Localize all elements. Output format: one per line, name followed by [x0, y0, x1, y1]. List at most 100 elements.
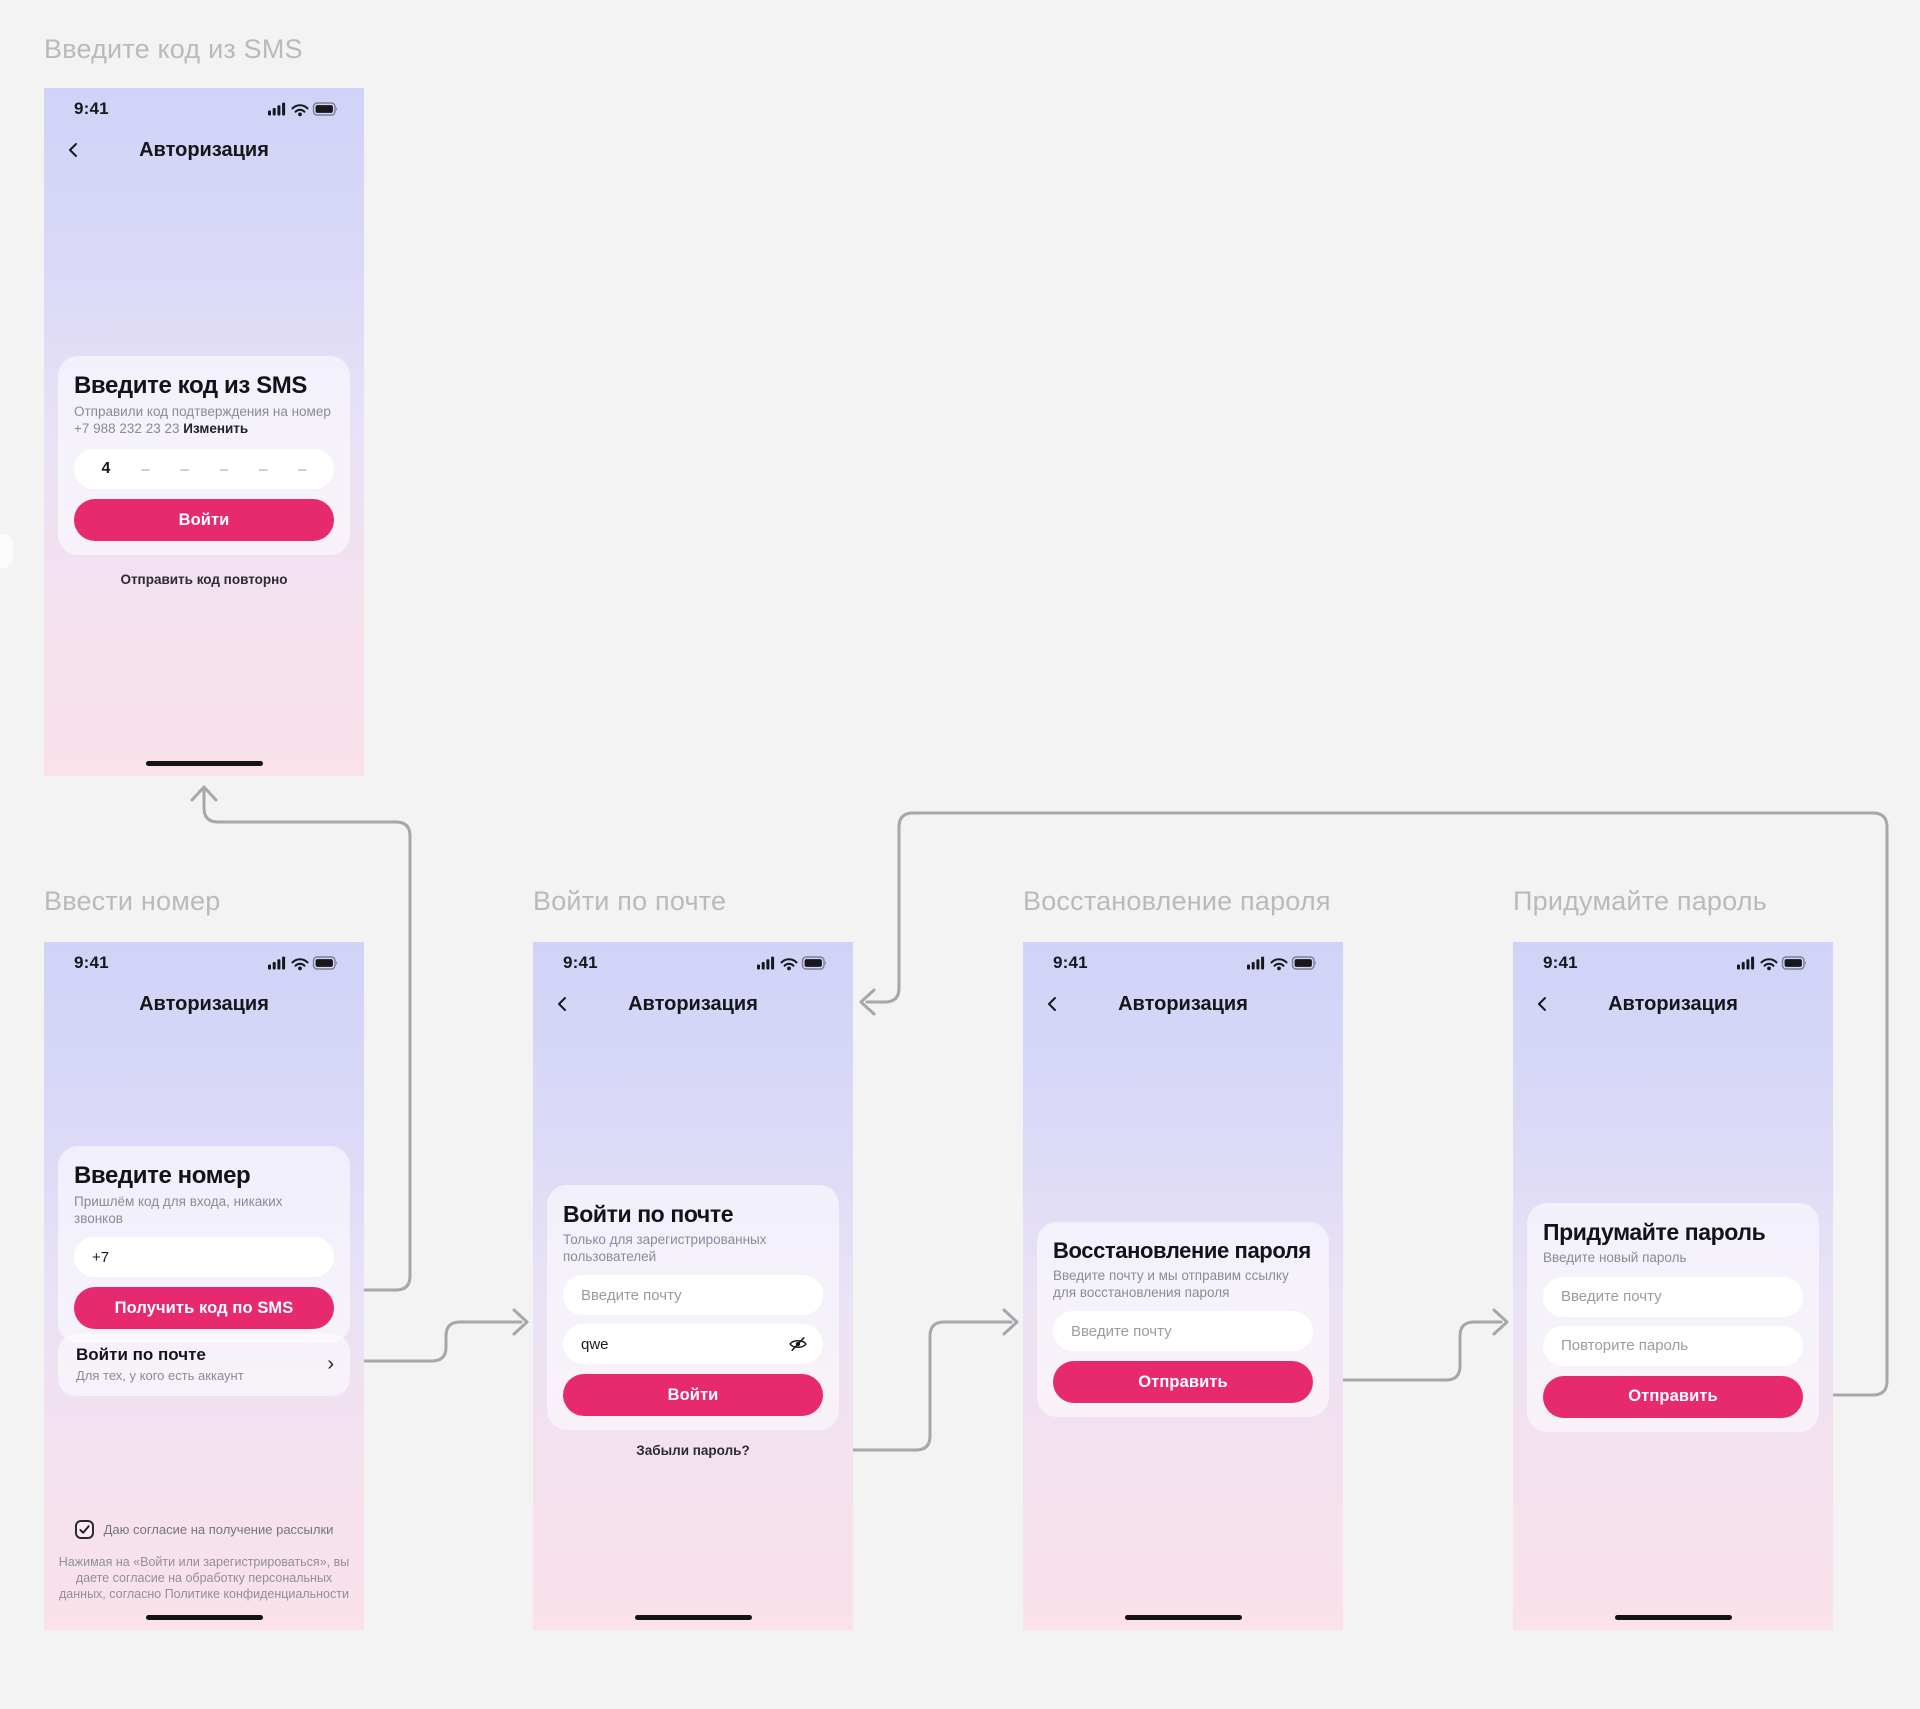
change-number-link[interactable]: Изменить [183, 420, 249, 436]
nav-bar: Авторизация [44, 990, 364, 1020]
sms-code-card: Введите код из SMS Отправили код подтвер… [58, 356, 350, 555]
email-login-entry[interactable]: Войти по почте Для тех, у кого есть акка… [58, 1334, 350, 1396]
send-button[interactable]: Отправить [1543, 1375, 1803, 1418]
phone-input[interactable] [74, 1237, 334, 1277]
frame-label-password-recovery: Восстановление пароля [1023, 886, 1331, 916]
forgot-password-link[interactable]: Забыли пароль? [636, 1443, 750, 1458]
screen-password-recovery: 9:41 Авторизация Восст [1023, 942, 1343, 1630]
card-subtitle: Только для зарегистрированных пользовате… [563, 1232, 823, 1265]
status-time: 9:41 [74, 953, 109, 972]
nav-title: Авторизация [1118, 993, 1248, 1015]
entry-subtitle: Для тех, у кого есть аккаунт [76, 1368, 244, 1383]
legal-line: данных, согласно Политике конфиденциальн… [59, 1587, 349, 1601]
nav-title: Авторизация [628, 993, 758, 1015]
screen-sms-code: 9:41 Авторизация Введи [44, 88, 364, 776]
frame-label-new-password: Придумайте пароль [1513, 886, 1767, 916]
home-indicator [1615, 1615, 1732, 1620]
back-icon[interactable] [553, 994, 573, 1014]
back-icon[interactable] [1533, 994, 1553, 1014]
entry-title: Войти по почте [76, 1345, 206, 1364]
signal-icon [268, 110, 271, 116]
screen-new-password: 9:41 Авторизация Приду [1513, 942, 1833, 1630]
subtitle-line1: Только для зарегистрированных [563, 1232, 767, 1247]
home-indicator [146, 761, 263, 766]
email-login-card: Войти по почте Только для зарегистрирова… [547, 1185, 839, 1430]
wifi-icon [291, 958, 309, 967]
back-icon[interactable] [64, 140, 84, 160]
card-subtitle: Введите новый пароль [1543, 1250, 1687, 1265]
get-sms-code-button[interactable]: Получить код по SMS [74, 1287, 334, 1329]
battery-icon [312, 956, 338, 970]
chevron-right-icon: › [327, 1353, 334, 1375]
email-input[interactable] [1543, 1276, 1803, 1317]
card-title: Введите код из SMS [74, 372, 307, 399]
status-time: 9:41 [1053, 953, 1088, 972]
arrowhead-right-1 [512, 1308, 529, 1336]
nav-bar: Авторизация [533, 990, 853, 1020]
consent-checkbox[interactable] [74, 1520, 94, 1539]
check-icon [78, 1525, 90, 1534]
status-icons [268, 102, 338, 117]
arrowhead-left [859, 988, 876, 1016]
screen-enter-number: 9:41 Авторизация Введите номер Приш [44, 942, 364, 1630]
home-indicator [635, 1615, 752, 1620]
code-dash: – [219, 460, 229, 478]
status-bar: 9:41 [533, 952, 853, 974]
code-dash: – [258, 460, 268, 478]
frame-label-enter-number: Ввести номер [44, 886, 221, 916]
wifi-icon [1760, 958, 1778, 967]
password-input[interactable] [563, 1324, 823, 1364]
connector-email [354, 1320, 523, 1363]
status-icons [1737, 956, 1807, 971]
wifi-icon [780, 958, 798, 967]
card-title: Восстановление пароля [1053, 1238, 1311, 1263]
code-dash: – [141, 460, 150, 478]
email-input[interactable] [1053, 1311, 1313, 1351]
code-dash: – [180, 460, 189, 478]
nav-title: Авторизация [1608, 993, 1738, 1015]
card-title: Введите номер [74, 1162, 251, 1189]
status-bar: 9:41 [1023, 952, 1343, 974]
status-bar: 9:41 [44, 98, 364, 120]
signal-icon [1247, 964, 1250, 970]
canvas-artifact [0, 534, 13, 568]
subtitle-line1: Отправили код подтверждения на номер [74, 404, 331, 419]
subtitle-line2: для восстановления пароля [1053, 1284, 1230, 1300]
status-time: 9:41 [563, 953, 598, 972]
nav-bar: Авторизация [1513, 990, 1833, 1020]
card-subtitle: Введите почту и мы отправим ссылку для в… [1053, 1268, 1313, 1301]
arrowhead-right-2 [1002, 1308, 1019, 1336]
code-digit: 4 [101, 460, 111, 477]
battery-icon [312, 102, 338, 116]
eye-off-icon[interactable] [788, 1334, 808, 1354]
battery-icon [1291, 956, 1317, 970]
signal-icon [757, 964, 760, 970]
screen-email-login: 9:41 Авторизация Войти [533, 942, 853, 1630]
code-dash: – [298, 460, 307, 478]
legal-line: даете согласие на обработку персональных [75, 1571, 333, 1585]
signal-icon [268, 964, 271, 970]
resend-code-link[interactable]: Отправить код повторно [120, 572, 288, 587]
sms-code-input[interactable]: 4 – – – – – [74, 449, 334, 489]
legal-text: Нажимая на «Войти или зарегистрироваться… [54, 1554, 354, 1602]
send-button[interactable]: Отправить [1053, 1361, 1313, 1403]
subtitle-line1: Введите почту и мы отправим ссылку [1053, 1268, 1289, 1283]
card-subtitle: Пришлём код для входа, никаких звонков [74, 1194, 283, 1226]
status-icons [268, 956, 338, 971]
home-indicator [1125, 1615, 1242, 1620]
back-icon[interactable] [1043, 994, 1063, 1014]
home-indicator [146, 1615, 263, 1620]
battery-icon [1781, 956, 1807, 970]
wifi-icon [291, 104, 309, 113]
consent-row: Даю согласие на получение рассылки [44, 1520, 364, 1539]
repeat-password-input[interactable] [1543, 1325, 1803, 1366]
email-input[interactable] [563, 1275, 823, 1315]
status-bar: 9:41 [1513, 952, 1833, 974]
consent-label: Даю согласие на получение рассылки [103, 1522, 334, 1537]
login-button[interactable]: Войти [74, 499, 334, 541]
nav-title: Авторизация [139, 139, 269, 161]
frame-label-email-login: Войти по почте [533, 886, 727, 916]
status-bar: 9:41 [44, 952, 364, 974]
card-subtitle: Отправили код подтверждения на номер +7 … [74, 404, 334, 437]
login-button[interactable]: Войти [563, 1374, 823, 1416]
